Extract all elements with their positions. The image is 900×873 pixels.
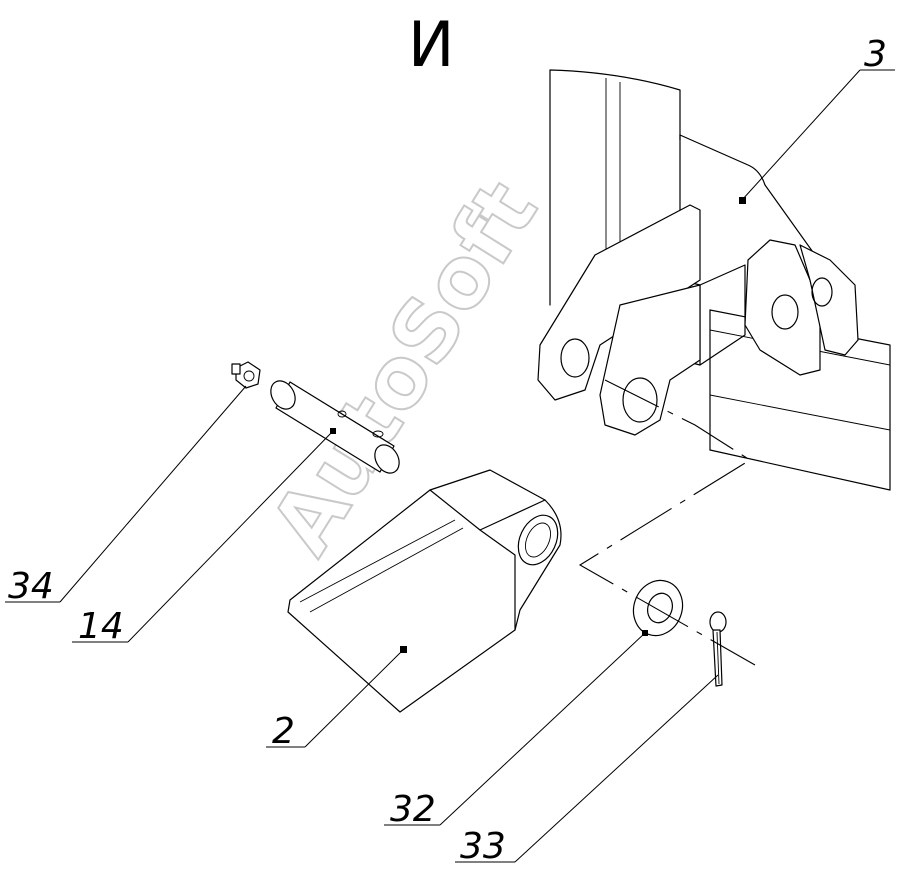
pin-part [270,380,400,474]
callout-32: 32 [384,632,646,830]
assembly-axis-lines [578,379,756,666]
arm-part [287,469,562,713]
cotter-pin-part [709,611,727,687]
grease-fitting-part [231,361,261,389]
callout-label-2: 2 [272,711,295,752]
callout-34: 34 [5,385,247,607]
callout-14: 14 [72,430,334,647]
callout-label-14: 14 [78,606,124,647]
frame-bracket-part [537,69,891,491]
callout-label-33: 33 [460,826,506,867]
callout-label-34: 34 [8,566,54,607]
callout-3: 3 [741,34,895,201]
view-title: И [408,8,454,81]
callout-label-3: 3 [864,34,887,75]
callout-33: 33 [455,674,719,867]
callout-2: 2 [266,649,404,752]
washer-part [632,579,684,637]
callout-label-32: 32 [390,789,436,830]
